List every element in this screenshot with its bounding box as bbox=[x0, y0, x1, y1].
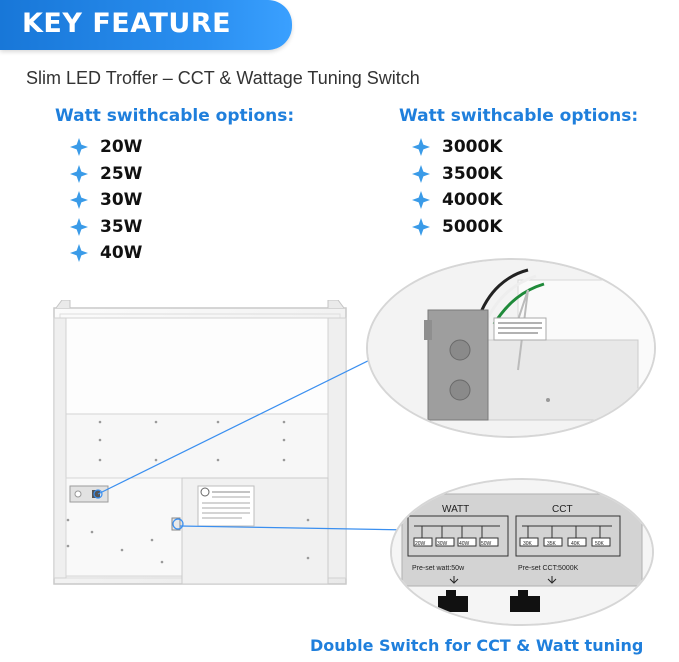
list-item: 30W bbox=[70, 187, 142, 214]
four-point-star-icon bbox=[70, 164, 88, 183]
switch-cct-title: CCT bbox=[552, 504, 573, 515]
switch-caption: Double Switch for CCT & Watt tuning bbox=[310, 636, 644, 655]
cct-pos-1: 30K bbox=[523, 541, 533, 547]
list-item: 40W bbox=[70, 240, 142, 267]
option-label: 35W bbox=[100, 216, 143, 237]
four-point-star-icon bbox=[70, 217, 88, 236]
four-point-star-icon bbox=[412, 164, 430, 183]
switch-watt-title: WATT bbox=[442, 504, 469, 515]
switch-label-photo: WATT CCT 20W 30W 40W 50W 30K 35K 40K 50K… bbox=[392, 480, 652, 624]
arrow-down-icon bbox=[547, 576, 557, 584]
cct-pos-4: 50K bbox=[595, 541, 605, 547]
cct-pos-2: 35K bbox=[547, 541, 557, 547]
four-point-star-icon bbox=[70, 191, 88, 210]
list-item: 5000K bbox=[412, 214, 503, 241]
list-item: 3000K bbox=[412, 134, 503, 161]
four-point-star-icon bbox=[412, 191, 430, 210]
junction-box-photo bbox=[368, 260, 654, 436]
option-label: 3500K bbox=[442, 163, 503, 184]
option-label: 30W bbox=[100, 190, 143, 211]
option-label: 40W bbox=[100, 243, 143, 264]
cct-options-heading: Watt swithcable options: bbox=[399, 106, 639, 126]
four-point-star-icon bbox=[70, 244, 88, 263]
switch-label-zoom: WATT CCT 20W 30W 40W 50W 30K 35K 40K 50K… bbox=[390, 478, 654, 626]
key-feature-banner: KEY FEATURE bbox=[0, 0, 292, 50]
watt-pos-3: 40W bbox=[459, 541, 470, 547]
four-point-star-icon bbox=[412, 217, 430, 236]
arrow-down-icon bbox=[449, 576, 459, 584]
option-label: 25W bbox=[100, 163, 143, 184]
option-label: 3000K bbox=[442, 137, 503, 158]
watt-pos-1: 20W bbox=[415, 541, 426, 547]
preset-watt-text: Pre-set watt:50w bbox=[412, 565, 465, 572]
option-label: 5000K bbox=[442, 216, 503, 237]
cct-options-list: 3000K 3500K 4000K 5000K bbox=[412, 134, 503, 240]
junction-box-zoom bbox=[366, 258, 656, 438]
preset-cct-text: Pre-set CCT:5000K bbox=[518, 565, 579, 572]
list-item: 25W bbox=[70, 161, 142, 188]
option-label: 4000K bbox=[442, 190, 503, 211]
list-item: 35W bbox=[70, 214, 142, 241]
list-item: 3500K bbox=[412, 161, 503, 188]
option-label: 20W bbox=[100, 137, 143, 158]
four-point-star-icon bbox=[412, 138, 430, 157]
banner-title: KEY FEATURE bbox=[22, 8, 232, 39]
cct-pos-3: 40K bbox=[571, 541, 581, 547]
list-item: 4000K bbox=[412, 187, 503, 214]
watt-options-list: 20W 25W 30W 35W 40W bbox=[70, 134, 142, 267]
watt-pos-2: 30W bbox=[437, 541, 448, 547]
product-subtitle: Slim LED Troffer – CCT & Wattage Tuning … bbox=[26, 68, 420, 88]
watt-options-heading: Watt swithcable options: bbox=[55, 106, 295, 126]
watt-pos-4: 50W bbox=[481, 541, 492, 547]
four-point-star-icon bbox=[70, 138, 88, 157]
troffer-panel-illustration bbox=[53, 300, 347, 585]
list-item: 20W bbox=[70, 134, 142, 161]
